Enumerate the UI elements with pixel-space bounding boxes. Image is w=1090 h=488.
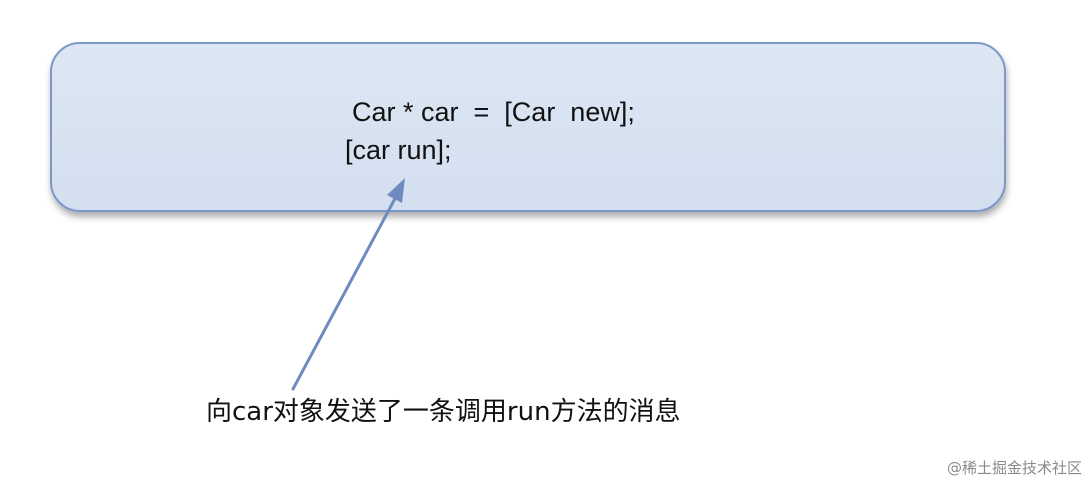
code-line-alloc: Car * car = [Car new];	[352, 97, 635, 127]
code-line-message-send: [car run];	[345, 135, 452, 165]
code-box	[50, 42, 1006, 212]
watermark: @稀土掘金技术社区	[946, 459, 1082, 477]
arrow-head	[387, 178, 405, 203]
arrow-shaft	[291, 191, 400, 391]
caption-label: 向car对象发送了一条调用run方法的消息	[206, 397, 681, 427]
